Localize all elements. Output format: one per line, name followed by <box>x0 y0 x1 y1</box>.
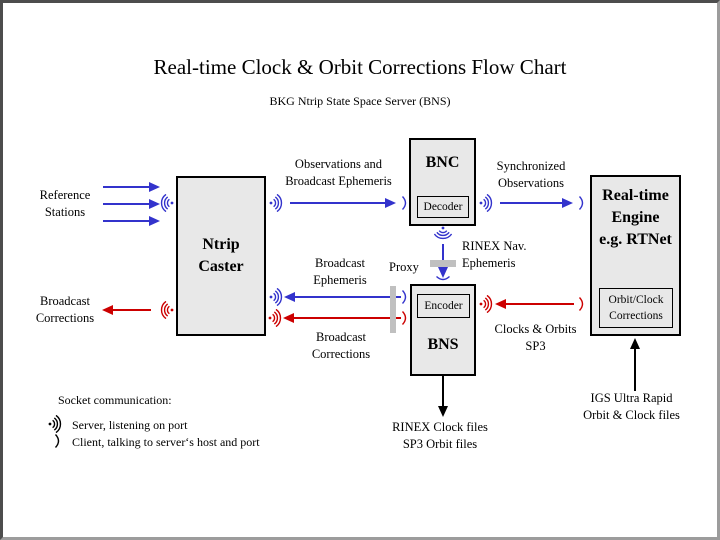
ntrip-caster-label: Caster <box>198 258 244 275</box>
socket-server-icon <box>154 193 174 213</box>
igs-to-engine-line <box>634 349 636 391</box>
decoder-box: Decoder <box>417 196 469 218</box>
engine-to-bns-line <box>506 303 574 305</box>
socket-client-icon <box>397 289 413 305</box>
socket-server-icon <box>479 193 499 213</box>
bnc-to-engine-line <box>500 202 562 204</box>
arrowhead-up <box>630 338 640 349</box>
encoder-box: Encoder <box>417 294 470 318</box>
arrowhead-left <box>283 313 294 323</box>
page-title: Real-time Clock & Orbit Corrections Flow… <box>153 55 567 79</box>
socket-client-icon <box>50 433 66 449</box>
arrowhead-right <box>149 216 160 226</box>
arrowhead-left <box>284 292 295 302</box>
socket-server-icon <box>48 414 68 434</box>
socket-server-icon <box>433 226 453 246</box>
proxy-bar-horizontal <box>430 260 456 267</box>
engine-label: e.g. RTNet <box>599 231 672 248</box>
bns-to-caster-corrections-line <box>294 317 401 319</box>
engine-label: Real-time <box>602 187 669 204</box>
bns-box: Encoder BNS <box>410 284 476 376</box>
arrowhead-right <box>149 199 160 209</box>
page-subtitle: BKG Ntrip State Space Server (BNS) <box>269 94 451 108</box>
arrowhead-right <box>562 198 573 208</box>
socket-server-icon <box>479 294 499 314</box>
caster-to-bnc-line <box>290 202 385 204</box>
socket-server-icon <box>269 287 289 307</box>
socket-client-icon <box>435 271 451 287</box>
broadcast-corrections-out-line <box>113 309 151 311</box>
rinex-nav-ephemeris-label: RINEX Nav.Ephemeris <box>462 239 527 270</box>
socket-client-icon <box>397 310 413 326</box>
arrowhead-right <box>149 182 160 192</box>
ref-station-arrow-line <box>103 186 149 188</box>
bns-to-files-line <box>442 376 444 406</box>
legend-client-text: Client, talking to server‘s host and por… <box>72 435 260 449</box>
bnc-label: BNC <box>425 154 460 171</box>
bnc-to-bns-line <box>442 244 444 270</box>
socket-client-icon <box>574 296 590 312</box>
ntrip-caster-label: Ntrip <box>202 236 240 253</box>
realtime-engine-box: Real-time Engine e.g. RTNet Orbit/Clock … <box>590 175 681 336</box>
orbit-clock-corrections-box: Orbit/Clock Corrections <box>599 288 673 328</box>
arrowhead-down <box>438 267 448 278</box>
ntrip-caster-box: Ntrip Caster <box>176 176 266 336</box>
arrowhead-left <box>495 299 506 309</box>
socket-server-icon <box>268 308 288 328</box>
arrowhead-right <box>385 198 396 208</box>
legend-server-text: Server, listening on port <box>72 418 188 432</box>
bnc-box: BNC Decoder <box>409 138 476 226</box>
arrowhead-left <box>102 305 113 315</box>
ref-station-arrow-line <box>103 203 149 205</box>
ref-station-arrow-line <box>103 220 149 222</box>
socket-client-icon <box>397 195 413 211</box>
legend-heading: Socket communication: <box>58 393 172 407</box>
bns-to-caster-ephemeris-line <box>295 296 401 298</box>
proxy-label: Proxy <box>389 260 419 274</box>
proxy-bar-vertical <box>390 286 396 333</box>
bns-label: BNS <box>427 336 459 353</box>
engine-label: Engine <box>611 209 660 226</box>
socket-server-icon <box>154 300 174 320</box>
socket-client-icon <box>574 195 590 211</box>
socket-server-icon <box>269 193 289 213</box>
arrowhead-down <box>438 406 448 417</box>
